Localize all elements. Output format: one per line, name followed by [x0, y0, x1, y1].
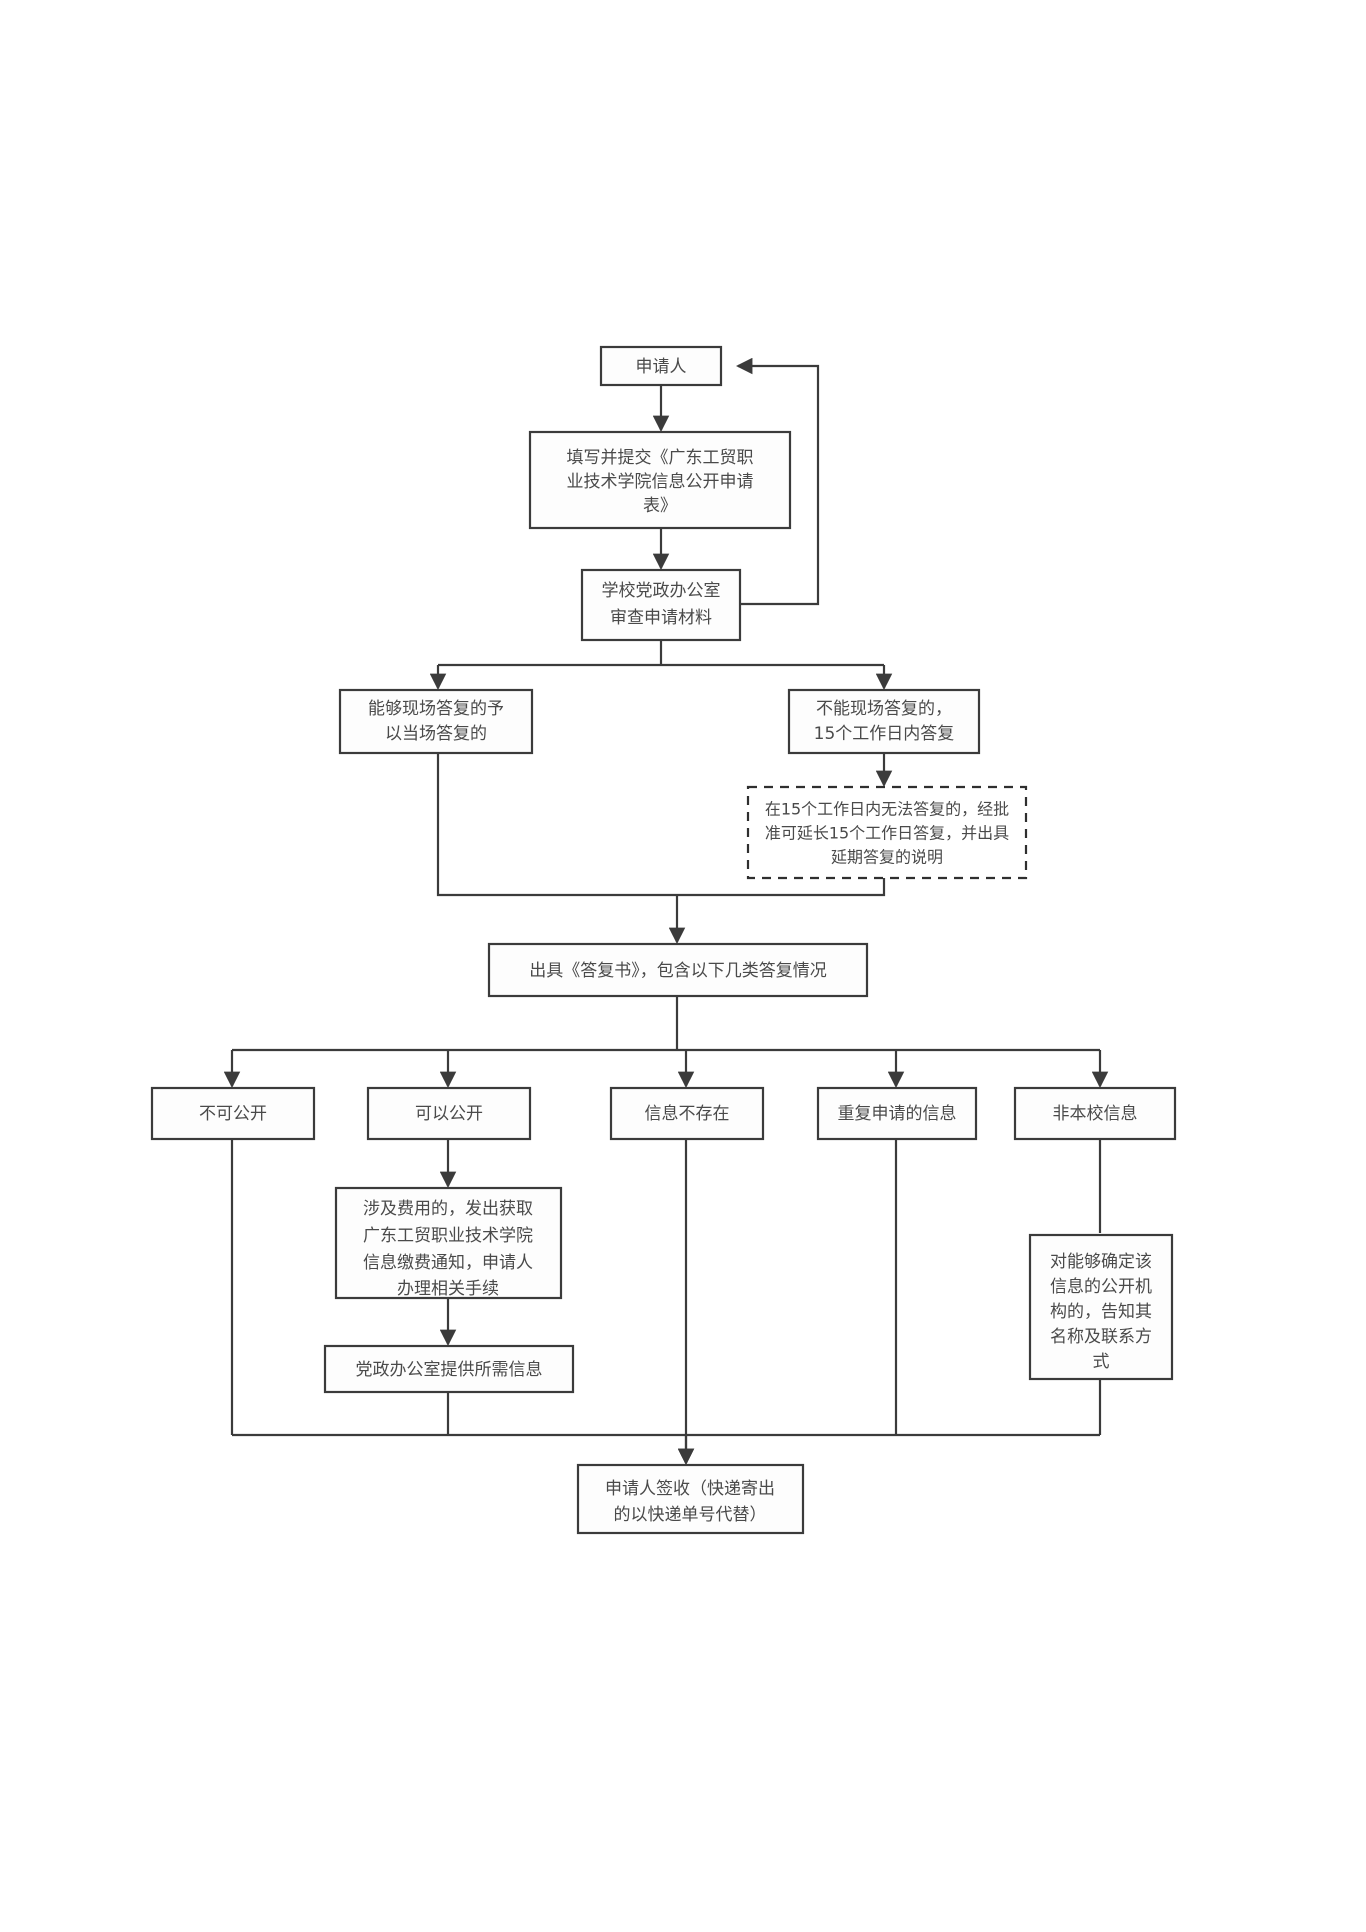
- node-review-box[interactable]: [580, 568, 742, 642]
- node-refer-agency-line-0: 对能够确定该: [1050, 1252, 1152, 1272]
- node-duplicate[interactable]: 重复申请的信息: [816, 1086, 978, 1141]
- node-delayed-reply-line-0: 不能现场答复的，: [816, 699, 952, 719]
- node-applicant-top[interactable]: 申请人: [599, 345, 723, 387]
- node-signed-receipt-line-1: 的以快递单号代替）: [614, 1505, 767, 1525]
- node-extension-note-box[interactable]: [746, 785, 1028, 880]
- node-signed-receipt-line-0: 申请人签收（快递寄出: [605, 1479, 775, 1499]
- node-delayed-reply[interactable]: 不能现场答复的， 15个工作日内答复: [787, 688, 981, 755]
- node-not-public-line-0: 不可公开: [199, 1104, 267, 1124]
- node-fee-notice-line-3: 办理相关手续: [397, 1279, 499, 1299]
- node-refer-agency-line-3: 名称及联系方: [1050, 1327, 1152, 1347]
- edge-review-split-bus: [438, 640, 884, 667]
- node-refer-agency-box[interactable]: [1028, 1233, 1174, 1381]
- node-not-public-box[interactable]: [150, 1086, 316, 1141]
- node-review-line-0: 学校党政办公室: [602, 581, 721, 601]
- node-not-public[interactable]: 不可公开: [150, 1086, 316, 1141]
- node-extension-note[interactable]: 在15个工作日内无法答复的，经批 准可延长15个工作日答复，并出具 延期答复的说…: [746, 785, 1028, 880]
- node-reply-letter[interactable]: 出具《答复书》，包含以下几类答复情况: [487, 942, 869, 998]
- node-applicant-top-line-0: 申请人: [636, 357, 687, 377]
- node-refer-agency-line-1: 信息的公开机: [1050, 1277, 1152, 1297]
- node-fill-form-line-0: 填写并提交《广东工贸职: [567, 448, 754, 468]
- node-fee-notice-box[interactable]: [334, 1186, 563, 1300]
- node-onsite-reply-box[interactable]: [338, 688, 534, 755]
- node-review[interactable]: 学校党政办公室 审查申请材料: [580, 568, 742, 642]
- node-signed-receipt-box[interactable]: [576, 1463, 805, 1535]
- edge-onsite-to-merge: [436, 753, 677, 897]
- node-fee-notice-line-2: 信息缴费通知，申请人: [363, 1253, 533, 1273]
- node-fill-form-line-1: 业技术学院信息公开申请: [567, 472, 754, 492]
- node-reply-letter-line-0: 出具《答复书》，包含以下几类答复情况: [529, 961, 827, 981]
- node-delayed-reply-line-1: 15个工作日内答复: [814, 724, 955, 744]
- node-fee-notice-line-1: 广东工贸职业技术学院: [363, 1226, 533, 1246]
- node-refer-agency-line-2: 构的，告知其: [1050, 1302, 1152, 1322]
- node-extension-note-line-1: 准可延长15个工作日答复，并出具: [765, 824, 1009, 843]
- node-not-school[interactable]: 非本校信息: [1013, 1086, 1177, 1141]
- node-fill-form-line-2: 表》: [643, 496, 677, 516]
- node-not-exist-box[interactable]: [609, 1086, 765, 1141]
- edge-extension-to-merge: [677, 878, 886, 897]
- node-can-public[interactable]: 可以公开: [366, 1086, 532, 1141]
- node-provide-info-box[interactable]: [323, 1344, 575, 1394]
- node-fee-notice[interactable]: 涉及费用的，发出获取 广东工贸职业技术学院 信息缴费通知，申请人 办理相关手续: [334, 1186, 563, 1300]
- node-duplicate-line-0: 重复申请的信息: [838, 1104, 957, 1124]
- node-can-public-box[interactable]: [366, 1086, 532, 1141]
- node-reply-letter-box[interactable]: [487, 942, 869, 998]
- node-refer-agency-line-4: 式: [1093, 1352, 1110, 1372]
- node-provide-info-line-0: 党政办公室提供所需信息: [356, 1360, 543, 1380]
- node-provide-info[interactable]: 党政办公室提供所需信息: [323, 1344, 575, 1394]
- node-can-public-line-0: 可以公开: [415, 1104, 483, 1124]
- node-extension-note-line-2: 延期答复的说明: [831, 848, 943, 867]
- edge-review-back-to-applicant: [735, 357, 820, 606]
- node-signed-receipt[interactable]: 申请人签收（快递寄出 的以快递单号代替）: [576, 1463, 805, 1535]
- node-fill-form-box[interactable]: [528, 430, 792, 530]
- node-not-exist[interactable]: 信息不存在: [609, 1086, 765, 1141]
- node-applicant-top-box[interactable]: [599, 345, 723, 387]
- node-fill-form[interactable]: 填写并提交《广东工贸职 业技术学院信息公开申请 表》: [528, 430, 792, 530]
- node-onsite-reply-line-1: 以当场答复的: [385, 724, 487, 744]
- node-not-exist-line-0: 信息不存在: [645, 1104, 730, 1124]
- node-not-school-line-0: 非本校信息: [1053, 1104, 1138, 1124]
- node-refer-agency[interactable]: 对能够确定该 信息的公开机 构的，告知其 名称及联系方 式: [1028, 1233, 1174, 1381]
- node-fee-notice-line-0: 涉及费用的，发出获取: [363, 1199, 533, 1219]
- node-onsite-reply-line-0: 能够现场答复的予: [368, 699, 504, 719]
- node-onsite-reply[interactable]: 能够现场答复的予 以当场答复的: [338, 688, 534, 755]
- node-delayed-reply-box[interactable]: [787, 688, 981, 755]
- node-extension-note-line-0: 在15个工作日内无法答复的，经批: [765, 800, 1009, 819]
- node-not-school-box[interactable]: [1013, 1086, 1177, 1141]
- node-review-line-1: 审查申请材料: [610, 608, 712, 628]
- node-duplicate-box[interactable]: [816, 1086, 978, 1141]
